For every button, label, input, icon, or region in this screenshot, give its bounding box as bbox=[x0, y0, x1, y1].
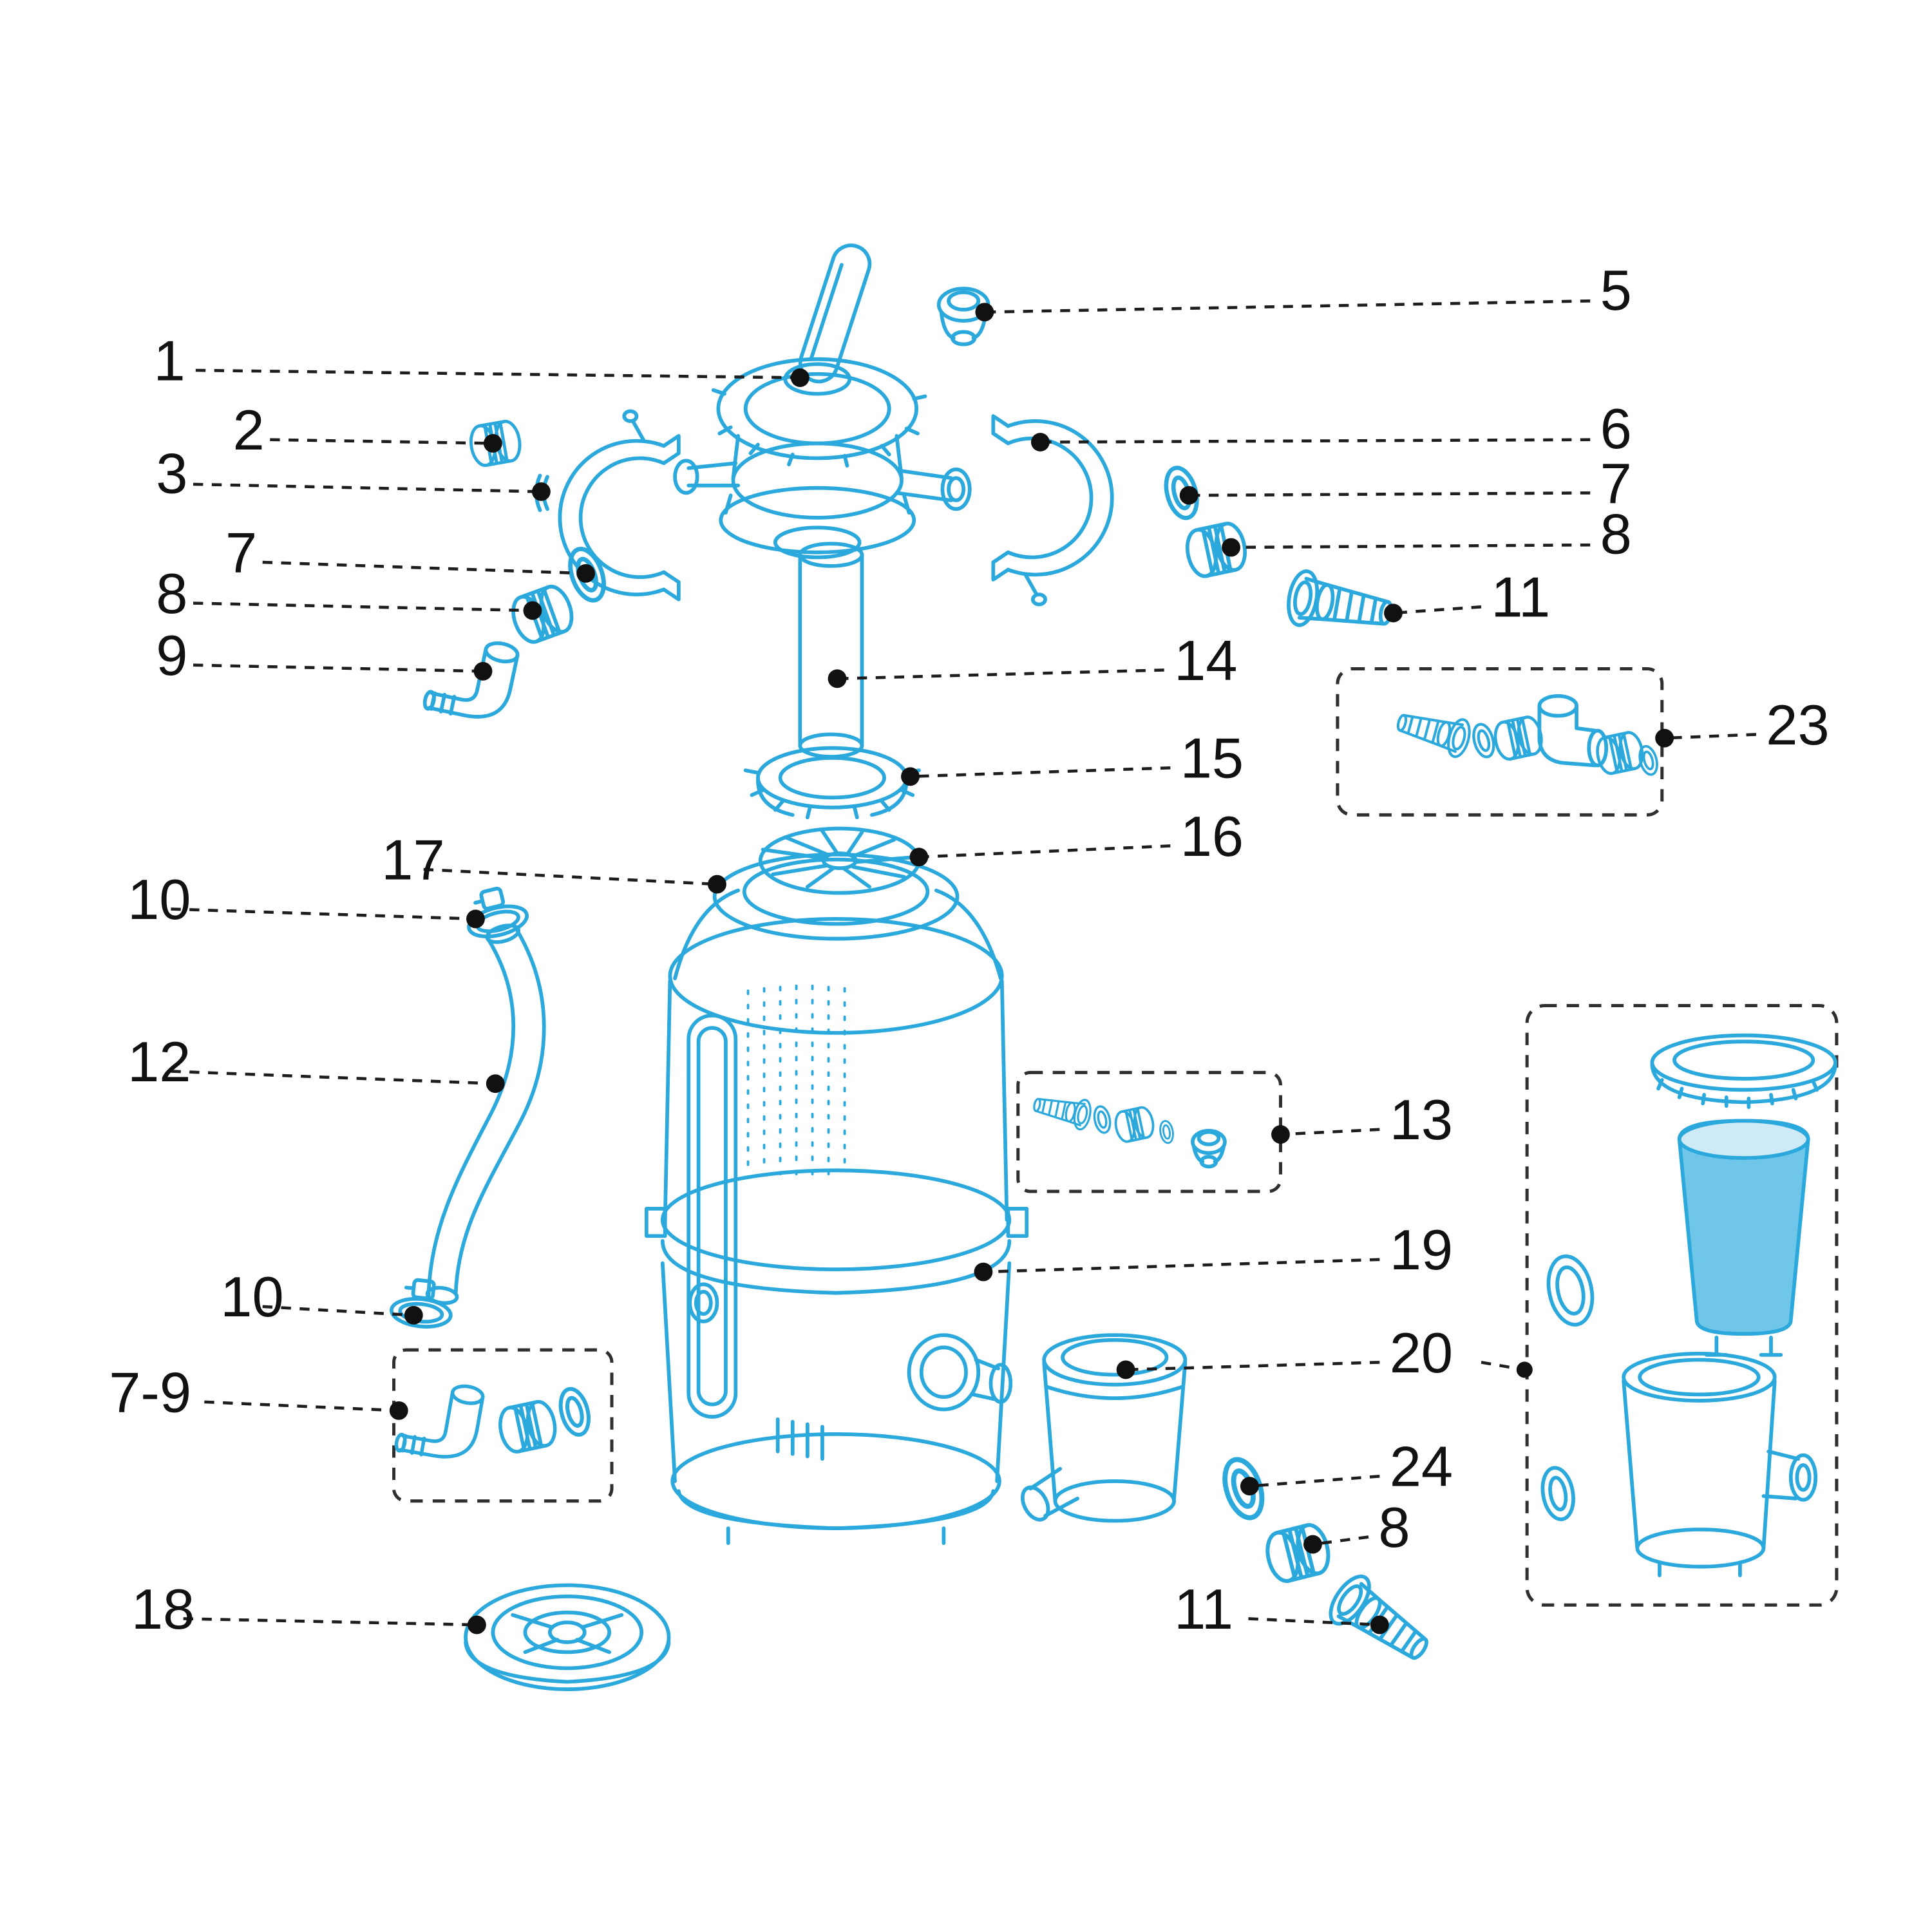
part-label-5: 5 bbox=[1600, 258, 1632, 322]
group-box-cartridge-assembly bbox=[1525, 1004, 1839, 1607]
callout-10-top: 10 bbox=[128, 867, 485, 931]
callout-11-right: 11 bbox=[1384, 565, 1550, 629]
part-cartridge-assembly bbox=[1540, 1033, 1837, 1578]
part-label-8-bottom: 8 bbox=[1378, 1495, 1410, 1559]
part-standpipe bbox=[798, 542, 864, 759]
callout-7-left: 7 bbox=[225, 520, 596, 584]
part-label-17: 17 bbox=[381, 828, 444, 891]
part-nut-bottom bbox=[1263, 1522, 1333, 1584]
part-label-11-right: 11 bbox=[1491, 565, 1550, 629]
callout-7-right: 7 bbox=[1179, 451, 1632, 515]
callout-12: 12 bbox=[128, 1030, 505, 1094]
callout-23: 23 bbox=[1655, 693, 1830, 757]
part-pump-base bbox=[644, 1168, 1029, 1546]
part-label-2: 2 bbox=[233, 398, 265, 462]
callout-8-bottom: 8 bbox=[1303, 1495, 1410, 1559]
part-label-19: 19 bbox=[1390, 1218, 1453, 1282]
callout-8-right: 8 bbox=[1222, 502, 1632, 566]
callout-10-bottom: 10 bbox=[220, 1265, 423, 1329]
part-label-12: 12 bbox=[128, 1030, 191, 1094]
part-label-9: 9 bbox=[156, 623, 187, 687]
callout-7-9: 7-9 bbox=[109, 1360, 408, 1424]
part-elbow-connector bbox=[423, 630, 519, 725]
part-elbow-kit bbox=[1394, 694, 1662, 778]
part-multiport-valve bbox=[673, 243, 972, 560]
callout-24: 24 bbox=[1240, 1435, 1453, 1499]
part-label-11-bottom: 11 bbox=[1174, 1577, 1233, 1641]
callout-14: 14 bbox=[828, 629, 1237, 692]
group-box-elbow-kit bbox=[1336, 667, 1664, 817]
callout-11-bottom: 11 bbox=[1174, 1577, 1389, 1641]
part-label-8-right: 8 bbox=[1600, 502, 1632, 566]
part-hose bbox=[425, 923, 546, 1305]
part-label-7-left: 7 bbox=[225, 520, 257, 584]
part-label-18: 18 bbox=[131, 1577, 194, 1641]
part-label-7-right: 7 bbox=[1600, 451, 1632, 515]
group-box-adapter-kit bbox=[392, 1348, 614, 1503]
part-label-15: 15 bbox=[1180, 726, 1244, 790]
part-label-14: 14 bbox=[1174, 629, 1237, 692]
part-drain-kit bbox=[1030, 1088, 1227, 1169]
part-adapter-kit bbox=[395, 1376, 594, 1464]
part-hose-adapter-right bbox=[1285, 569, 1396, 641]
part-label-23: 23 bbox=[1766, 693, 1829, 757]
callout-2: 2 bbox=[233, 398, 502, 462]
part-ring-nut bbox=[743, 746, 921, 820]
callout-9: 9 bbox=[156, 623, 493, 687]
callout-19: 19 bbox=[974, 1218, 1453, 1282]
part-label-7-9: 7-9 bbox=[109, 1360, 191, 1424]
callout-3: 3 bbox=[156, 441, 551, 505]
group-box-drain-kit bbox=[1016, 1070, 1282, 1193]
part-clamp-half-left bbox=[558, 409, 681, 601]
part-clamp-half-right bbox=[991, 414, 1114, 607]
part-label-10-top: 10 bbox=[128, 867, 191, 931]
part-filter-tank bbox=[663, 853, 1009, 1419]
callout-13: 13 bbox=[1271, 1088, 1453, 1151]
part-label-13: 13 bbox=[1390, 1088, 1453, 1151]
part-label-10-bottom: 10 bbox=[220, 1265, 283, 1329]
part-label-16: 16 bbox=[1180, 804, 1244, 868]
part-label-3: 3 bbox=[156, 441, 187, 505]
part-label-24: 24 bbox=[1390, 1435, 1453, 1499]
part-label-1: 1 bbox=[153, 328, 185, 392]
callout-8-left: 8 bbox=[156, 562, 542, 625]
callout-16: 16 bbox=[909, 804, 1244, 868]
part-label-20: 20 bbox=[1390, 1321, 1453, 1385]
part-nut-left bbox=[507, 582, 577, 646]
part-prefilter-pot bbox=[1020, 1333, 1188, 1523]
callout-18: 18 bbox=[131, 1577, 486, 1641]
callout-20: 20 bbox=[1116, 1321, 1533, 1385]
callout-6: 6 bbox=[1030, 397, 1632, 460]
callout-15: 15 bbox=[901, 726, 1244, 790]
part-label-6: 6 bbox=[1600, 397, 1632, 460]
callout-5: 5 bbox=[975, 258, 1632, 322]
callout-1: 1 bbox=[153, 328, 810, 392]
part-label-8-left: 8 bbox=[156, 562, 187, 625]
callout-17: 17 bbox=[381, 828, 726, 894]
part-base-cap bbox=[464, 1583, 671, 1691]
